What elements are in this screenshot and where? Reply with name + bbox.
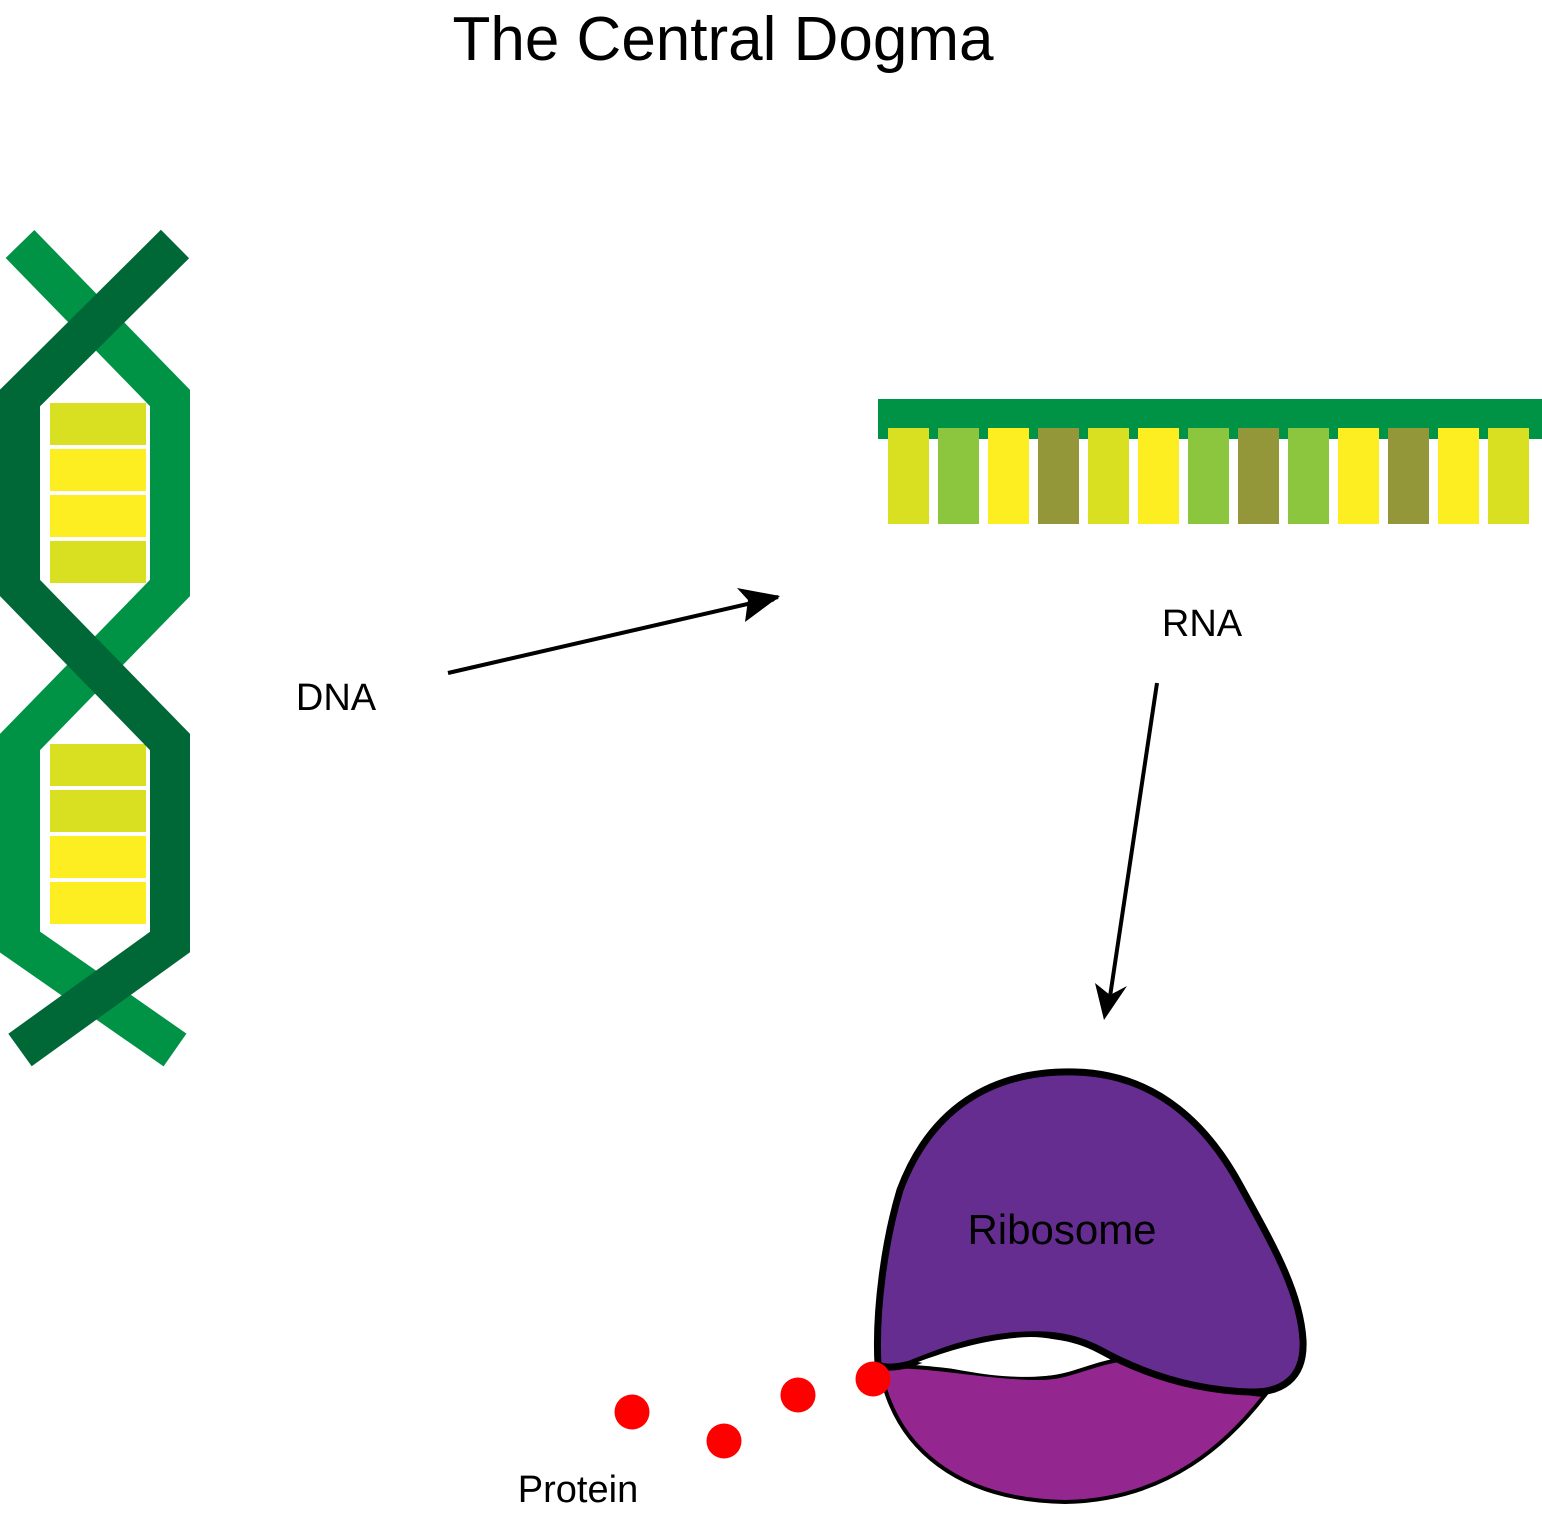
dna-base-pair [50, 836, 146, 878]
transcription-arrowhead [737, 588, 780, 622]
rna-base [1088, 428, 1129, 524]
amino-acid [855, 1361, 891, 1397]
rna-base [1188, 428, 1229, 524]
amino-acid [706, 1423, 742, 1459]
dna-base-pair [50, 882, 146, 924]
rna-base [1038, 428, 1079, 524]
protein-label: Protein [518, 1469, 638, 1511]
dna-base-pair [50, 449, 146, 491]
rna-base [1338, 428, 1379, 524]
dna-base-pair [50, 495, 146, 537]
ribosome-large-subunit [873, 1068, 1307, 1396]
rna-base [1388, 428, 1429, 524]
amino-acid [780, 1377, 816, 1413]
transcription-arrow [447, 594, 780, 675]
dna-helix [0, 229, 190, 1067]
rna-base [938, 428, 979, 524]
rna-bases [888, 428, 1529, 524]
rna-base [988, 428, 1029, 524]
page-title: The Central Dogma [452, 5, 994, 74]
dna-base-pair [50, 790, 146, 832]
ribosome-label: Ribosome [967, 1206, 1156, 1253]
dna-strand-dark [0, 229, 190, 1067]
rna-base [1488, 428, 1529, 524]
dna-base-pair [50, 403, 146, 445]
rna-base [1438, 428, 1479, 524]
translation-arrow [1106, 682, 1159, 1011]
dna-base-pair [50, 744, 146, 786]
dna-lower-base-pairs [50, 744, 146, 924]
rna-base [1138, 428, 1179, 524]
dna-label: DNA [296, 677, 377, 719]
protein-chain [614, 1361, 891, 1459]
rna-base [1238, 428, 1279, 524]
translation-arrowhead [1095, 983, 1127, 1020]
amino-acid [614, 1394, 650, 1430]
rna-strand [878, 399, 1542, 524]
rna-base [888, 428, 929, 524]
rna-base [1288, 428, 1329, 524]
dna-base-pair [50, 541, 146, 583]
ribosome: Ribosome [873, 1068, 1307, 1505]
ribosome-mrna-channel [918, 1337, 1106, 1377]
dna-upper-base-pairs [50, 403, 146, 583]
rna-label: RNA [1162, 603, 1243, 645]
